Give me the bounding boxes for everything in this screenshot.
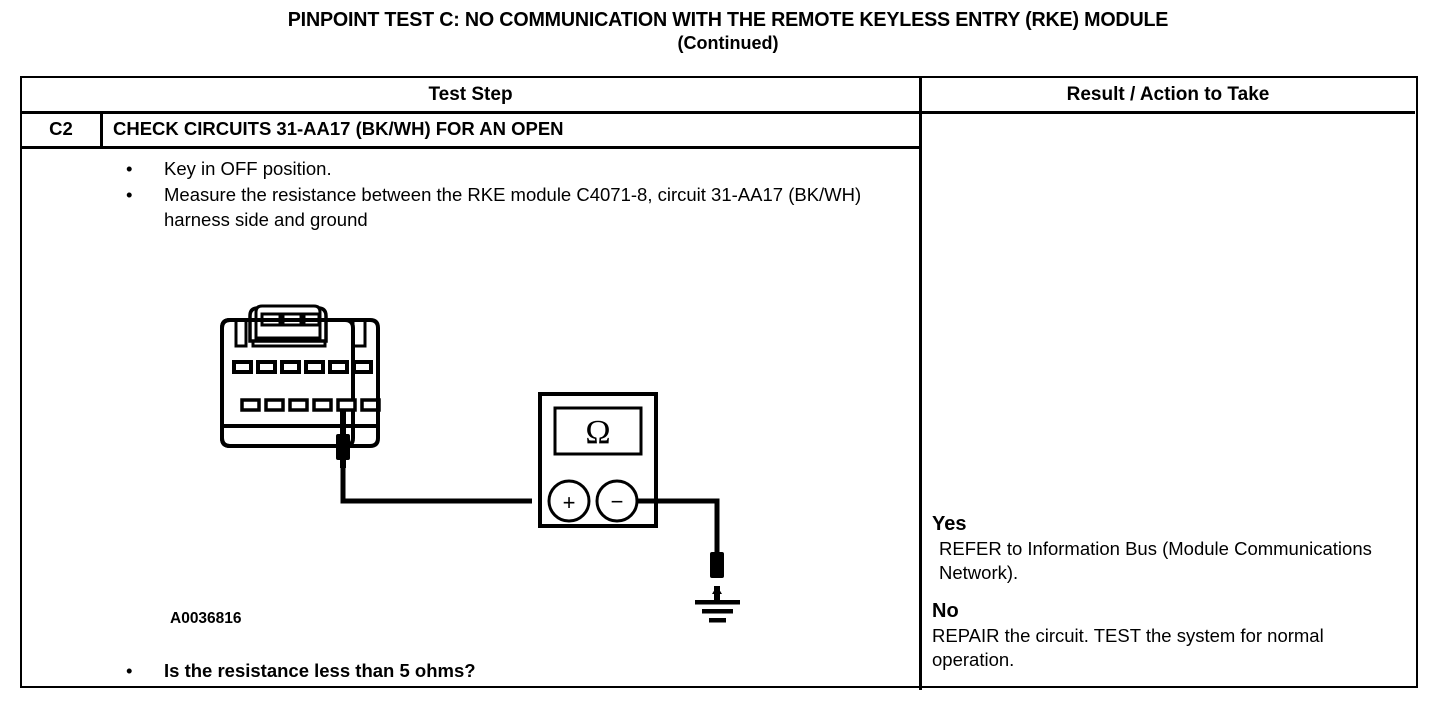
test-question: • Is the resistance less than 5 ohms? [110,658,944,683]
test-wiring-diagram: Ω + − [190,286,770,626]
negative-lead-wire [637,498,720,554]
header-rule [22,111,1415,114]
answer-label-yes: Yes [932,513,967,535]
header-result-action: Result / Action to Take [1066,84,1270,105]
positive-lead-wire [340,468,532,504]
result-action-content: Yes REFER to Information Bus (Module Com… [932,512,1410,672]
pinpoint-test-table: Test Step Result / Action to Take C2 CHE… [20,76,1418,690]
step-number-divider [100,111,103,146]
multimeter-icon: Ω + − [538,392,658,528]
answer-label-no: No [932,600,959,622]
list-item: • Key in OFF position. [110,156,890,181]
bullet-icon: • [126,660,133,681]
answer-text-yes: REFER to Information Bus (Module Communi… [939,538,1372,583]
result-answer-yes: Yes REFER to Information Bus (Module Com… [932,512,1410,585]
rke-connector-icon [220,304,381,448]
instruction-text: Measure the resistance between the RKE m… [164,184,862,230]
test-question-text: Is the resistance less than 5 ohms? [164,660,476,681]
column-divider [919,78,922,690]
page-title-line2: (Continued) [677,33,779,53]
page-title-line1: PINPOINT TEST C: NO COMMUNICATION WITH T… [287,8,1169,31]
meter-negative-terminal-label: − [611,489,624,514]
bullet-icon: • [126,158,133,179]
meter-positive-terminal-label: + [563,490,576,515]
step-title-rule [22,146,919,149]
step-title: CHECK CIRCUITS 31-AA17 (BK/WH) FOR AN OP… [113,118,564,139]
step-code: C2 [49,118,73,139]
bullet-icon: • [126,184,133,205]
instruction-list: • Key in OFF position. • Measure the res… [110,156,890,233]
meter-display-symbol: Ω [585,414,610,451]
list-item: • Measure the resistance between the RKE… [110,182,890,232]
instruction-text: Key in OFF position. [164,158,332,179]
result-answer-no: No REPAIR the circuit. TEST the system f… [932,599,1410,672]
figure-code: A0036816 [170,610,242,627]
header-test-step: Test Step [428,84,513,105]
test-probe-connector-icon [336,410,350,468]
page-title: PINPOINT TEST C: NO COMMUNICATION WITH T… [0,8,1456,54]
answer-text-no: REPAIR the circuit. TEST the system for … [932,625,1324,670]
rke-connector-shell-outline [220,318,380,448]
ground-symbol-icon [695,552,740,623]
